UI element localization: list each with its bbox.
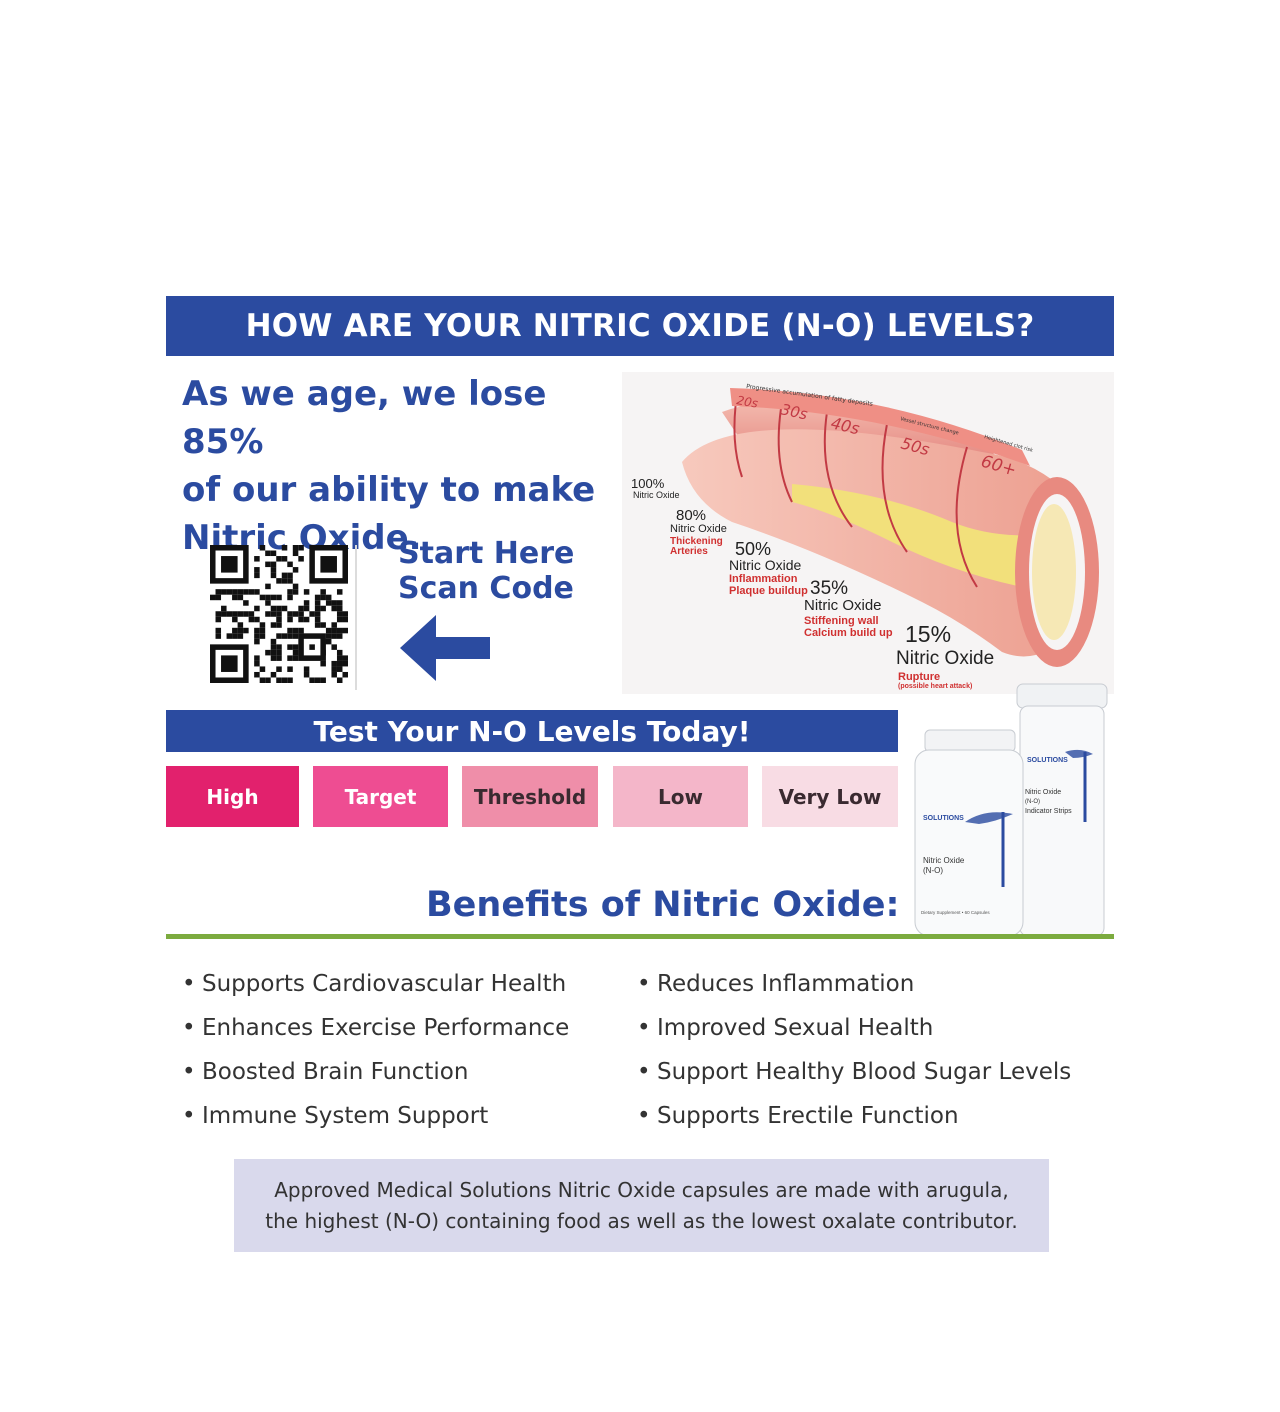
bottle-name: Nitric Oxide — [923, 856, 965, 865]
header-banner: HOW ARE YOUR NITRIC OXIDE (N-O) LEVELS? — [166, 296, 1114, 356]
stage-note: Stiffening wall — [804, 615, 879, 627]
scan-line: Start Here — [398, 536, 575, 571]
stage-note: Calcium build up — [804, 627, 893, 639]
note-line: the highest (N-O) containing food as wel… — [265, 1208, 1018, 1233]
artery-age-label: 30s — [779, 400, 809, 423]
level-label: Very Low — [778, 784, 882, 809]
product-bottles-image: SOLUTIONS Nitric Oxide (N-O) Indicator S… — [914, 683, 1108, 937]
stage-note: Inflammation — [729, 573, 798, 585]
stage-note: (possible heart attack) — [898, 683, 972, 690]
caduceus-icon — [965, 812, 1013, 824]
stage-note: Thickening — [670, 536, 723, 547]
qr-code-icon — [210, 545, 348, 683]
level-swatch-low: Low — [613, 766, 748, 827]
list-item: Reduces Inflammation — [637, 962, 1071, 1006]
scan-prompt: Start Here Scan Code — [398, 536, 574, 606]
stage-label: Nitric Oxide — [896, 648, 994, 669]
level-label: High — [206, 784, 259, 809]
intro-line: As we age, we lose 85% — [182, 374, 547, 462]
note-line: Approved Medical Solutions Nitric Oxide … — [274, 1177, 1009, 1202]
list-item: Supports Cardiovascular Health — [182, 962, 569, 1006]
product-note: Approved Medical Solutions Nitric Oxide … — [234, 1159, 1049, 1252]
list-item: Improved Sexual Health — [637, 1006, 1071, 1050]
stage-note: Arteries — [670, 546, 708, 557]
level-swatch-high: High — [166, 766, 299, 827]
list-item: Immune System Support — [182, 1094, 569, 1138]
tube-name: (N-O) — [1025, 799, 1040, 805]
stage-percent: 100% — [631, 476, 665, 491]
list-item: Supports Erectile Function — [637, 1094, 1071, 1138]
stage-label: Nitric Oxide — [729, 557, 802, 573]
level-swatch-target: Target — [313, 766, 448, 827]
list-item: Boosted Brain Function — [182, 1050, 569, 1094]
level-label: Target — [344, 784, 417, 809]
stage-percent: 80% — [676, 507, 706, 524]
arrow-left-icon — [400, 615, 490, 681]
stage-note: Plaque buildup — [729, 585, 808, 597]
stage-note: Rupture — [898, 671, 940, 683]
level-label: Threshold — [473, 784, 587, 809]
stage-label: Nitric Oxide — [804, 597, 882, 614]
stage-percent: 15% — [905, 621, 951, 647]
level-swatch-very-low: Very Low — [762, 766, 898, 827]
bottle-name: (N-O) — [923, 866, 943, 875]
benefits-list-left: Supports Cardiovascular Health Enhances … — [182, 962, 569, 1138]
qr-code[interactable] — [210, 545, 357, 690]
stage-percent: 35% — [810, 578, 848, 599]
list-item: Support Healthy Blood Sugar Levels — [637, 1050, 1071, 1094]
tube-name: Indicator Strips — [1025, 808, 1072, 815]
stage-label: Nitric Oxide — [670, 523, 727, 535]
test-title: Test Your N-O Levels Today! — [313, 714, 751, 748]
bottle-brand: SOLUTIONS — [923, 815, 964, 822]
intro-text: As we age, we lose 85% of our ability to… — [182, 370, 622, 562]
benefits-heading: Benefits of Nitric Oxide: — [426, 885, 900, 925]
benefits-list-right: Reduces Inflammation Improved Sexual Hea… — [637, 962, 1071, 1138]
artery-age-label: 20s — [735, 393, 759, 411]
stage-percent: 50% — [735, 539, 771, 559]
artery-diagram: Progressive accumulation of fatty deposi… — [622, 372, 1114, 694]
divider — [166, 934, 1114, 939]
level-swatch-threshold: Threshold — [462, 766, 598, 827]
level-label: Low — [658, 784, 703, 809]
tube-name: Nitric Oxide — [1025, 789, 1061, 796]
intro-line: of our ability to make — [182, 470, 596, 510]
list-item: Enhances Exercise Performance — [182, 1006, 569, 1050]
test-banner: Test Your N-O Levels Today! — [166, 710, 898, 752]
bottle-footer: Dietary Supplement • 60 Capsules — [921, 910, 990, 915]
tube-brand: SOLUTIONS — [1027, 757, 1068, 764]
stage-label: Nitric Oxide — [633, 490, 680, 500]
scan-line: Scan Code — [398, 571, 574, 606]
page-title: HOW ARE YOUR NITRIC OXIDE (N-O) LEVELS? — [245, 308, 1035, 344]
